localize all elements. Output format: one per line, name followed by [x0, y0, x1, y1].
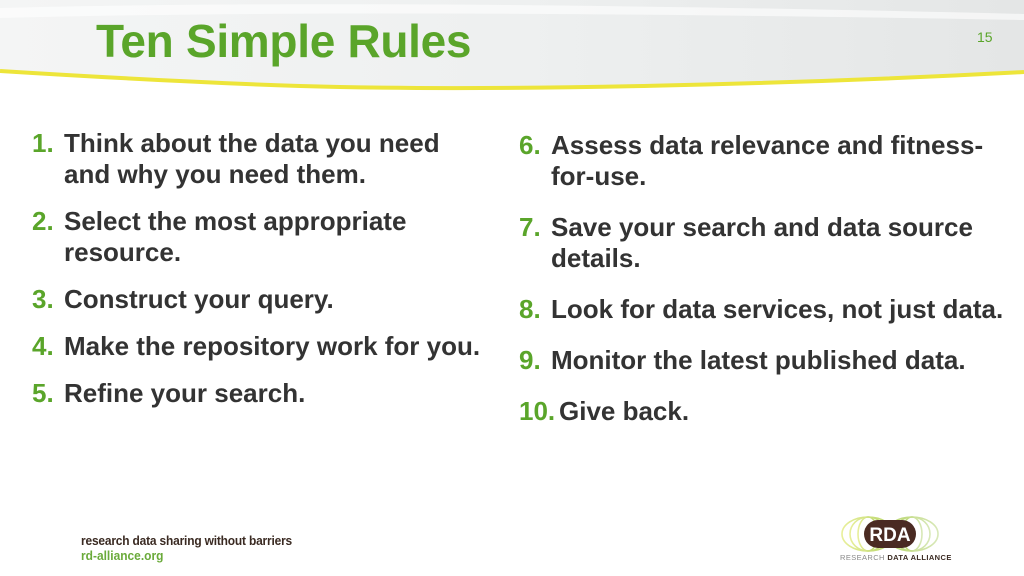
- page-number: 15: [977, 29, 993, 45]
- rule-item: 4. Make the repository work for you.: [32, 331, 492, 362]
- rule-number: 10.: [519, 396, 556, 426]
- header-swoosh-decoration: [0, 0, 1024, 91]
- rule-number: 5.: [32, 378, 54, 408]
- footer-url-link[interactable]: rd-alliance.org: [81, 548, 164, 563]
- rule-text: Save your search and data source details…: [551, 212, 973, 273]
- rule-item: 1. Think about the data you need and why…: [32, 128, 492, 190]
- rule-item: 2. Select the most appropriate resource.: [32, 206, 492, 268]
- rule-text: Refine your search.: [64, 378, 306, 408]
- rule-item: 10. Give back.: [519, 396, 1019, 427]
- rda-logo-icon: RDA: [841, 516, 939, 552]
- rule-text: Give back.: [559, 396, 690, 426]
- rule-item: 5. Refine your search.: [32, 378, 492, 409]
- rule-text: Select the most appropriate resource.: [64, 206, 407, 267]
- rule-text: Look for data services, not just data.: [551, 294, 1004, 324]
- rule-text: Think about the data you need and why yo…: [64, 128, 440, 189]
- rda-logo-text: RDA: [869, 525, 910, 546]
- rule-text: Make the repository work for you.: [64, 331, 481, 361]
- footer-tagline: research data sharing without barriers: [81, 533, 293, 548]
- rule-item: 3. Construct your query.: [32, 284, 492, 315]
- rules-list-right: 6. Assess data relevance and fitness-for…: [519, 130, 1019, 447]
- rule-item: 9. Monitor the latest published data.: [519, 345, 1019, 376]
- rule-number: 3.: [32, 284, 54, 314]
- rule-text: Assess data relevance and fitness-for-us…: [551, 130, 984, 191]
- rule-number: 6.: [519, 130, 541, 160]
- rule-item: 8. Look for data services, not just data…: [519, 294, 1019, 325]
- rule-number: 4.: [32, 331, 54, 361]
- rules-list-left: 1. Think about the data you need and why…: [32, 128, 492, 425]
- rule-number: 9.: [519, 345, 541, 375]
- rule-item: 6. Assess data relevance and fitness-for…: [519, 130, 1019, 192]
- rda-logo-caption: RESEARCH DATA ALLIANCE: [840, 553, 952, 562]
- rule-number: 1.: [32, 128, 54, 158]
- slide-title: Ten Simple Rules: [96, 15, 472, 67]
- rule-number: 8.: [519, 294, 541, 324]
- rule-number: 7.: [519, 212, 541, 242]
- rule-item: 7. Save your search and data source deta…: [519, 212, 1019, 274]
- rule-number: 2.: [32, 206, 54, 236]
- rule-text: Monitor the latest published data.: [551, 345, 966, 375]
- rule-text: Construct your query.: [64, 284, 334, 314]
